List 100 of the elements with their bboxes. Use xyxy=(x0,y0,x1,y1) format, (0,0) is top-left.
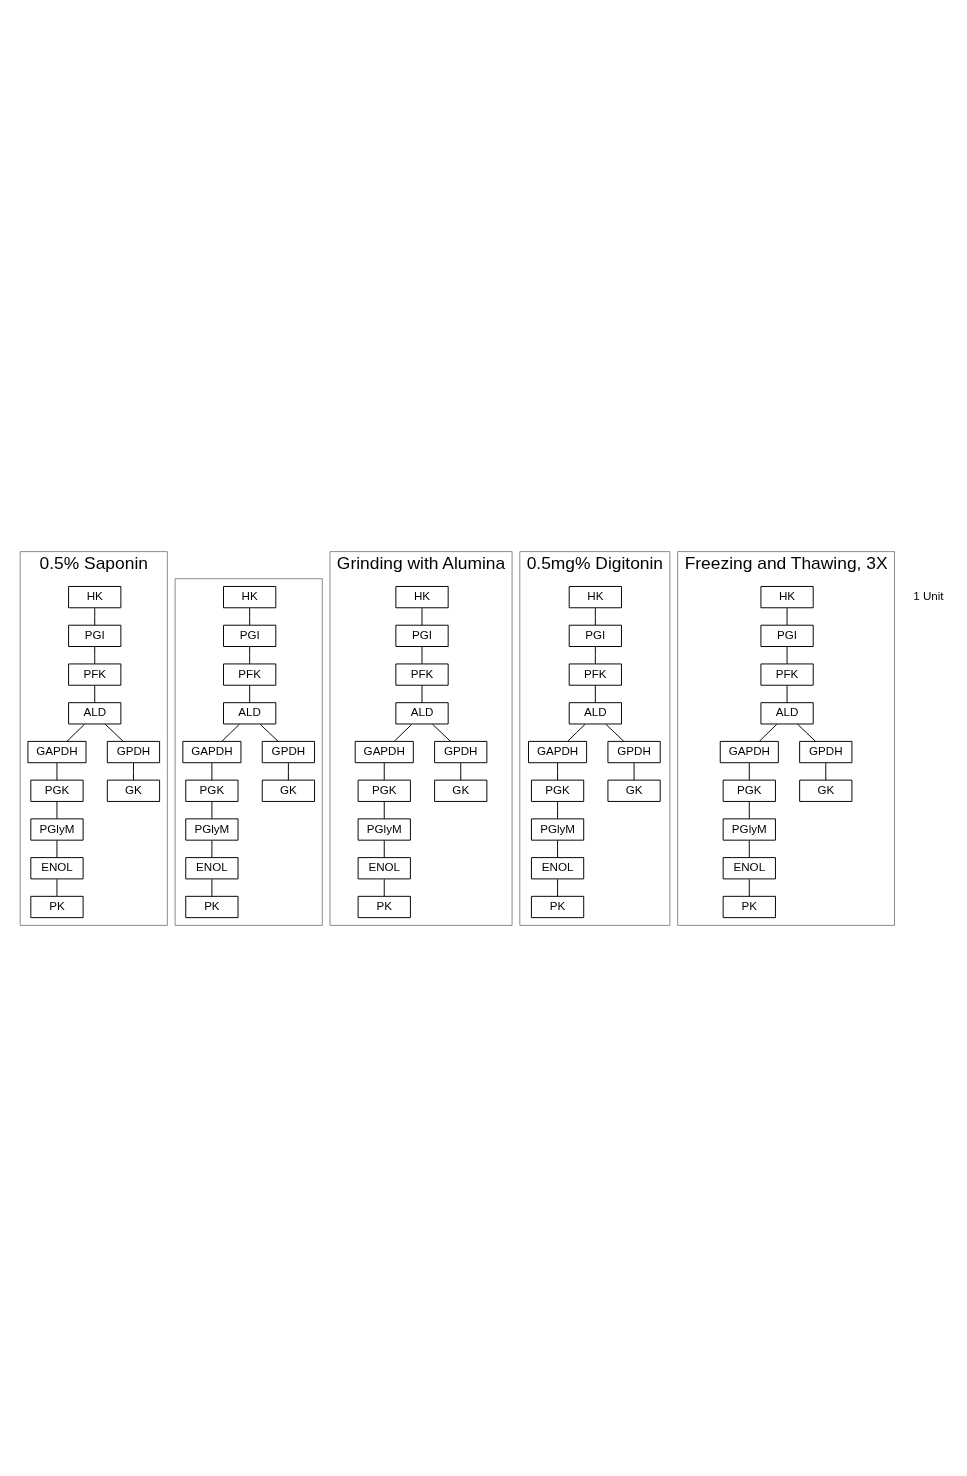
node-box: PGK xyxy=(357,779,411,802)
node-box: ALD xyxy=(223,701,277,724)
node-box: PGlyM xyxy=(357,817,411,841)
node-box: ENOL xyxy=(722,856,776,879)
node-box: PK xyxy=(357,895,411,918)
connector xyxy=(56,878,58,897)
connector xyxy=(421,684,423,703)
connector xyxy=(748,800,750,819)
connector xyxy=(748,839,750,858)
connector xyxy=(249,645,251,664)
node-box: GAPDH xyxy=(528,740,588,763)
node-box: GAPDH xyxy=(182,740,242,763)
node-box: PGI xyxy=(760,624,814,647)
connector xyxy=(221,723,240,742)
connector xyxy=(66,723,85,742)
node-box: GK xyxy=(799,779,853,802)
node-box: ALD xyxy=(68,701,122,724)
node-box: ENOL xyxy=(530,856,585,879)
node-box: PGK xyxy=(185,779,239,802)
connector xyxy=(211,878,213,897)
node-box: GAPDH xyxy=(354,740,414,763)
connector xyxy=(393,723,413,742)
node-box: PFK xyxy=(760,662,814,686)
cluster xyxy=(174,577,323,926)
connector xyxy=(383,878,385,897)
connector xyxy=(421,645,423,664)
node-box: GPDH xyxy=(261,740,315,763)
connector xyxy=(94,645,96,664)
connector xyxy=(786,645,788,664)
connector xyxy=(432,723,451,742)
node-box: PGlyM xyxy=(30,817,84,841)
node-box: PK xyxy=(722,895,776,918)
node-box: GK xyxy=(434,779,488,802)
node-box: PGI xyxy=(223,624,277,647)
node-box: PGK xyxy=(722,779,776,802)
node-box: PGK xyxy=(530,779,585,802)
node-box: HK xyxy=(68,585,122,608)
connector xyxy=(748,762,750,780)
node-box: GPDH xyxy=(607,740,661,763)
node-box: PFK xyxy=(223,662,277,686)
node-box: ALD xyxy=(760,701,814,724)
node-box: GPDH xyxy=(799,740,853,763)
node-box: ENOL xyxy=(185,856,239,879)
node-box: GK xyxy=(106,779,161,802)
connector xyxy=(259,723,279,742)
node-box: GPDH xyxy=(434,740,488,763)
connector xyxy=(211,762,213,780)
connector xyxy=(56,839,58,858)
node-box: PK xyxy=(185,895,239,918)
connector xyxy=(633,762,635,780)
connector xyxy=(132,762,134,780)
node-box: PK xyxy=(530,895,585,918)
connector xyxy=(56,762,58,780)
connector xyxy=(249,684,251,703)
connector xyxy=(605,723,625,742)
connector xyxy=(421,607,423,626)
connector xyxy=(594,645,596,664)
node-box: HK xyxy=(568,585,622,608)
node-box: PFK xyxy=(68,662,122,686)
node-box: PGlyM xyxy=(722,817,776,841)
connector xyxy=(94,607,96,626)
node-box: PGI xyxy=(395,624,449,647)
connector xyxy=(557,800,559,819)
connector xyxy=(287,762,289,780)
connector xyxy=(211,800,213,819)
node-box: ENOL xyxy=(357,856,411,879)
node-box: PFK xyxy=(568,662,622,686)
connector xyxy=(557,839,559,858)
connector xyxy=(594,684,596,703)
label: 1 Unit xyxy=(913,588,944,602)
connector xyxy=(557,878,559,897)
connector xyxy=(383,800,385,819)
node-box: PGlyM xyxy=(530,817,585,841)
node-box: HK xyxy=(760,585,814,608)
node-box: PGK xyxy=(30,779,84,802)
connector xyxy=(56,800,58,819)
connector xyxy=(104,723,124,742)
connector xyxy=(383,839,385,858)
connector xyxy=(748,878,750,897)
node-box: PGI xyxy=(568,624,622,647)
connector xyxy=(594,607,596,626)
node-box: GK xyxy=(261,779,315,802)
connector xyxy=(249,607,251,626)
connector xyxy=(211,839,213,858)
connector xyxy=(786,607,788,626)
node-box: ENOL xyxy=(30,856,84,879)
connector xyxy=(567,723,586,742)
node-box: ALD xyxy=(568,701,622,724)
node-box: PK xyxy=(30,895,84,918)
connector xyxy=(460,762,462,780)
connector xyxy=(786,684,788,703)
connector xyxy=(383,762,385,780)
connector xyxy=(797,723,816,742)
connector xyxy=(94,684,96,703)
node-box: PFK xyxy=(395,662,449,686)
node-box: GAPDH xyxy=(27,740,87,763)
connector xyxy=(557,762,559,780)
connector xyxy=(758,723,778,742)
node-box: GK xyxy=(607,779,661,802)
connector xyxy=(825,762,827,780)
